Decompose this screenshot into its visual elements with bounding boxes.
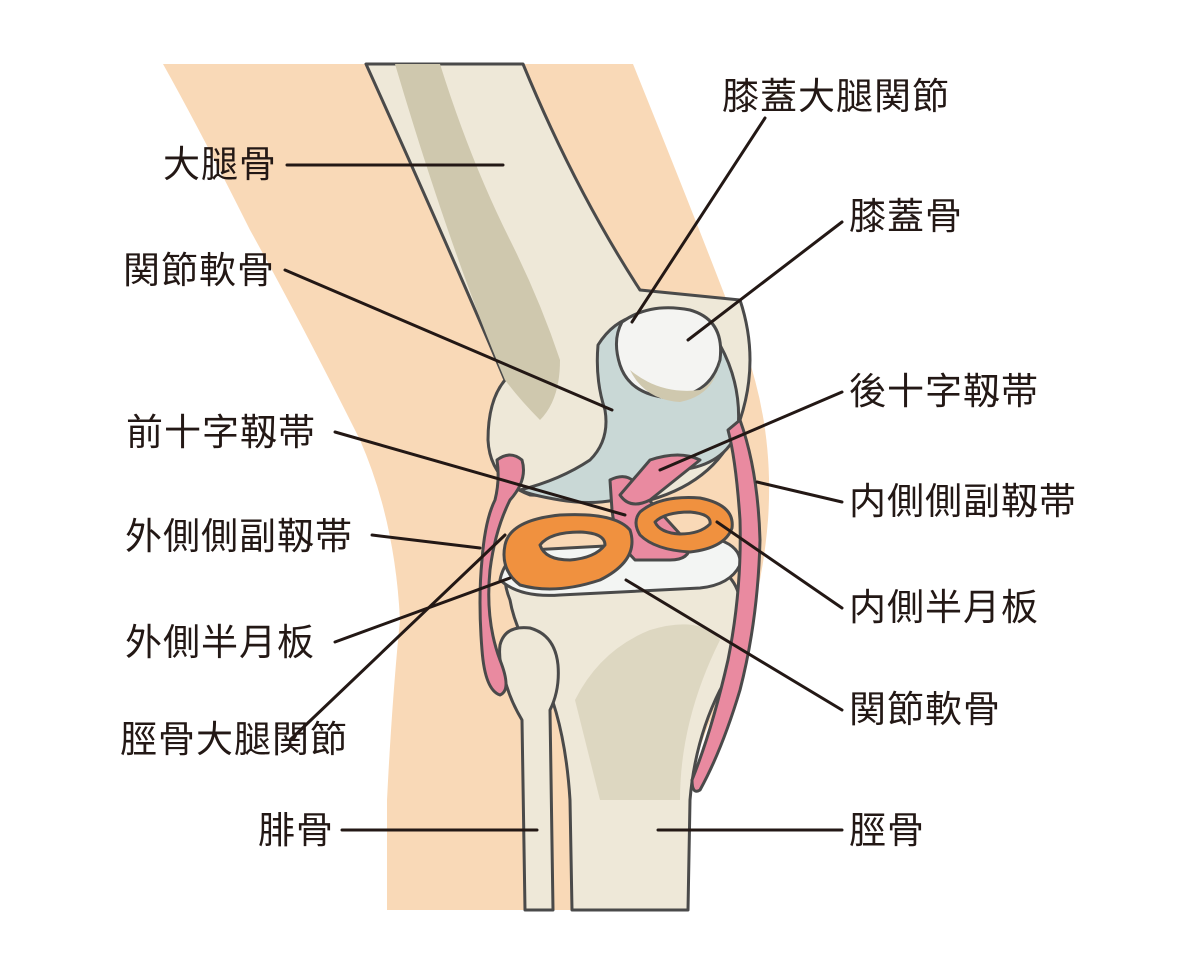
label-femur: 大腿骨 — [163, 143, 277, 186]
label-fibula: 腓骨 — [258, 809, 334, 852]
pcl — [618, 453, 702, 506]
leader-patellofemoral — [630, 116, 767, 324]
patella — [615, 306, 723, 400]
leader-lcl — [370, 533, 482, 550]
leader-mcl — [755, 480, 844, 504]
label-mcl: 内側側副靱帯 — [849, 480, 1077, 523]
tibia-shadow — [575, 624, 720, 800]
leader-pcl — [658, 390, 844, 472]
label-patellofemoral-joint: 膝蓋大腿関節 — [722, 75, 950, 118]
medial-meniscus — [634, 496, 734, 554]
label-patella: 膝蓋骨 — [849, 195, 963, 238]
patella-shadow — [630, 360, 720, 402]
label-pcl: 後十字靱帯 — [849, 370, 1039, 413]
label-tibia: 脛骨 — [849, 809, 925, 852]
label-articular-cartilage-upper: 関節軟骨 — [123, 249, 275, 292]
label-medial-meniscus: 内側半月板 — [849, 586, 1039, 629]
leader-acl — [333, 430, 627, 517]
label-lcl: 外側側副靱帯 — [125, 515, 353, 558]
leader-cartilage-upper — [283, 268, 614, 412]
leader-medial-meniscus — [715, 520, 844, 610]
leader-lateral-meniscus — [333, 576, 512, 644]
leader-cartilage-lower — [624, 578, 844, 712]
leader-tibiofemoral — [288, 533, 507, 742]
leader-patella — [686, 220, 844, 342]
leader-lines — [283, 116, 844, 832]
label-lateral-meniscus: 外側半月板 — [125, 621, 315, 664]
lateral-meniscus — [502, 513, 634, 591]
label-tibiofemoral-joint: 脛骨大腿関節 — [120, 718, 348, 761]
femur-shadow — [395, 64, 560, 420]
label-articular-cartilage-lower: 関節軟骨 — [849, 688, 1001, 731]
label-acl: 前十字靱帯 — [126, 411, 316, 454]
